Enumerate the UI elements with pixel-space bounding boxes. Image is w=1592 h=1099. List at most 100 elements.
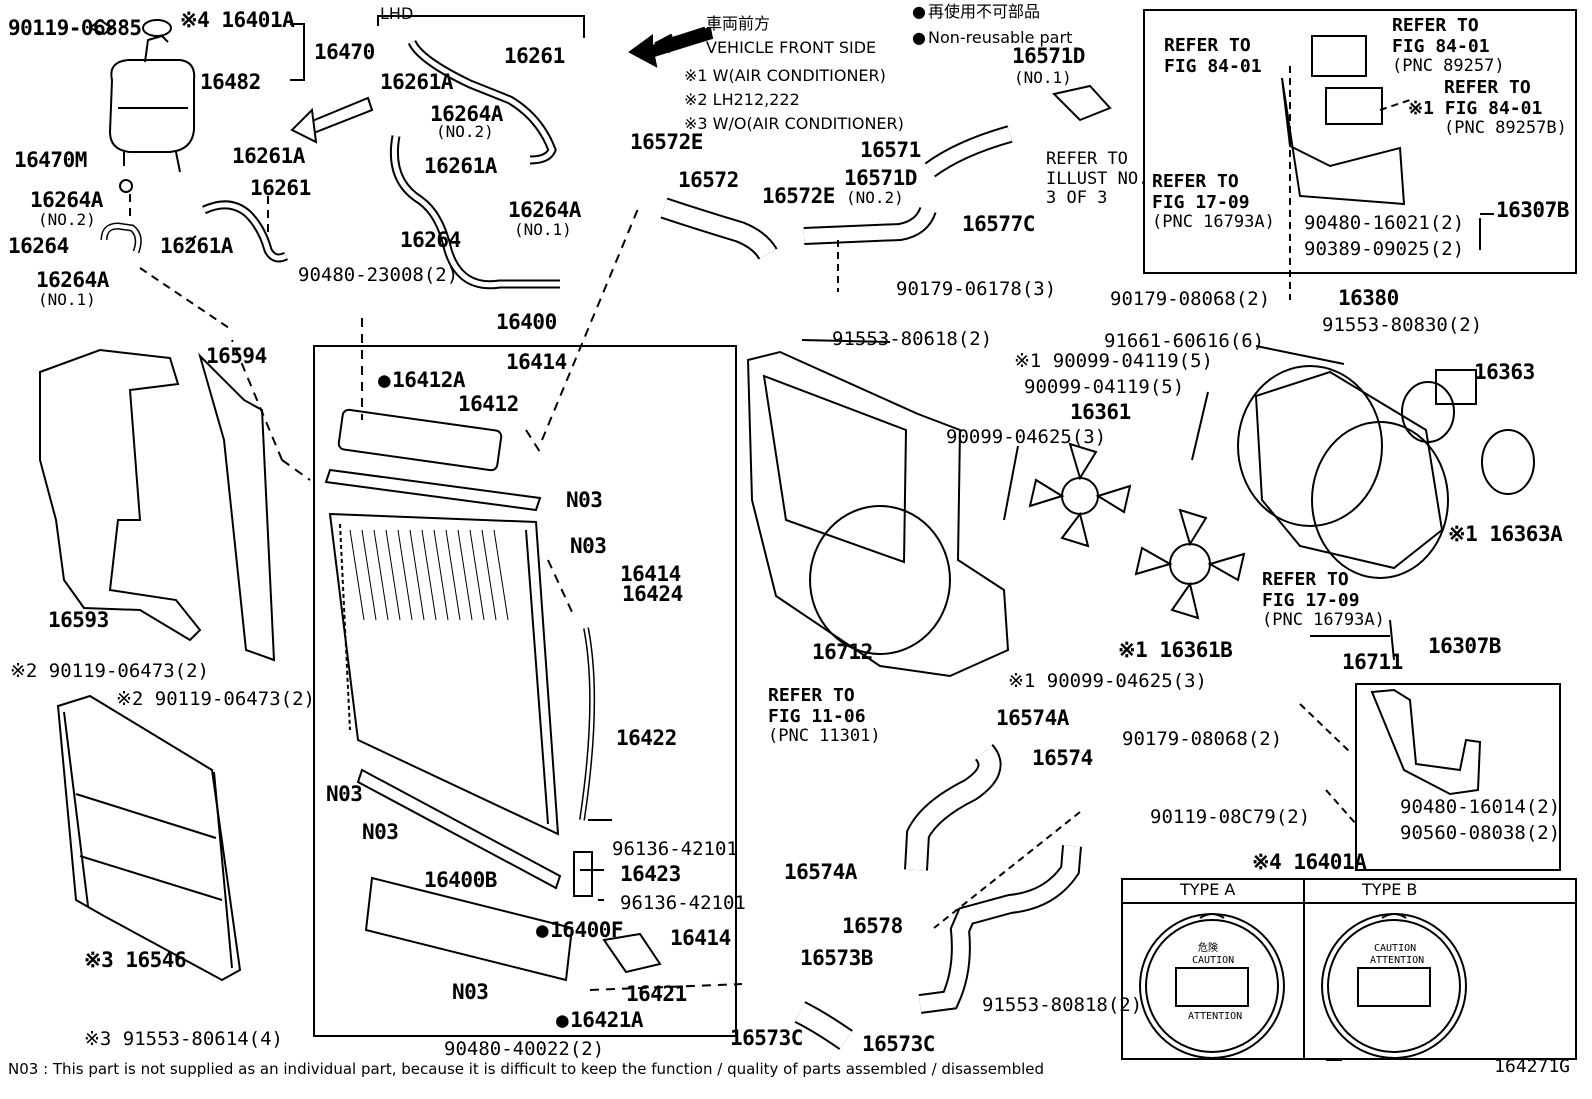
label-16546: ※3 16546 [84, 948, 187, 972]
lhd-bracket [377, 15, 585, 38]
label-16412a: 16412A [378, 370, 465, 391]
label-90480-16021: 90480-16021(2) [1304, 212, 1465, 234]
note-2: ※2 LH212,222 [684, 90, 800, 109]
label-16423: 16423 [620, 862, 681, 886]
label-lhd: LHD [380, 4, 414, 23]
ref-illust-3of3: REFER TO ILLUST NO. 3 OF 3 [1046, 149, 1149, 209]
label-16593: 16593 [48, 608, 109, 632]
label-90179-08068-a: 90179-08068(2) [1110, 288, 1271, 310]
fan-shroud-16712 [746, 350, 1010, 678]
ref-fig84-01-c: REFER TO ※1 FIG 84-01 (PNC 89257B) [1408, 77, 1567, 139]
label-16264a-no2b-sub: (NO.2) [436, 122, 494, 141]
label-16264a-no1b: 16264A [508, 198, 581, 222]
label-90480-23008: 90480-23008(2) [298, 264, 459, 286]
label-16571d-a: 16571D [1012, 44, 1085, 68]
label-90119-08c79: 90119-08C79(2) [1150, 806, 1311, 828]
leader-lines [185, 23, 1494, 1061]
front-arrow-head [628, 26, 714, 68]
grille-16546 [56, 694, 242, 982]
label-16264a-no1a-sub: (NO.1) [38, 290, 96, 309]
cap-a-attention: ATTENTION [1188, 1011, 1243, 1022]
label-91553-80614: ※3 91553-80614(4) [84, 1028, 283, 1050]
label-16264a-no2a-sub: (NO.2) [38, 210, 96, 229]
label-16573c-b: 16573C [862, 1032, 935, 1056]
label-16574a-a: 16574A [996, 706, 1069, 730]
dashed-guides-right [1289, 66, 1411, 825]
nonreusable-jp: 再使用不可部品 [912, 4, 1040, 20]
motor-16363a [1481, 429, 1535, 495]
cap-b-caution: CAUTION [1374, 943, 1417, 954]
illustration-code: 164271G [1494, 1056, 1570, 1077]
label-n03-d: N03 [362, 820, 399, 844]
label-16380: 16380 [1338, 286, 1399, 310]
dashed-guides-left [129, 194, 269, 331]
front-label-en: VEHICLE FRONT SIDE [706, 38, 877, 57]
label-16400f: 16400F [536, 920, 623, 941]
label-96136-b: 96136-42101 [620, 892, 746, 914]
ref-fig11-06: REFER TO FIG 11-06 (PNC 11301) [768, 685, 881, 747]
vehicle-front-arrow-tip [290, 107, 318, 144]
ref-fig17-09-a: REFER TO FIG 17-09 (PNC 16793A) [1152, 171, 1275, 233]
radiator-core-hatch [349, 529, 509, 621]
radiator-16400 [324, 408, 662, 982]
label-90099-04625-b: ※1 90099-04625(3) [1008, 670, 1207, 692]
label-90179-08068-b: 90179-08068(2) [1122, 728, 1283, 750]
type-b-heading: TYPE B [1362, 880, 1418, 899]
label-16594: 16594 [206, 344, 267, 368]
label-16401a-bottom: ※4 16401A [1252, 850, 1367, 874]
label-96136-a: 96136-42101 [612, 838, 738, 860]
label-16264a-no2a: 16264A [30, 188, 103, 212]
label-90119-06473-b: ※2 90119-06473(2) [116, 688, 315, 710]
label-16572: 16572 [678, 168, 739, 192]
bracket-16307b-box [1355, 683, 1561, 871]
label-16400b: 16400B [424, 868, 497, 892]
label-16421a: 16421A [556, 1010, 643, 1031]
lower-hoses [794, 744, 1082, 1050]
label-16573b: 16573B [800, 946, 873, 970]
label-90099-04119-a: ※1 90099-04119(5) [1014, 350, 1213, 372]
label-91553-80618: 91553-80618(2) [832, 328, 993, 350]
label-16412: 16412 [458, 392, 519, 416]
cap-a-caution: CAUTION [1192, 955, 1235, 966]
hose-16261-long-inner [409, 40, 555, 163]
label-16572e-a: 16572E [630, 130, 703, 154]
nonreusable-en: Non-reusable part [912, 30, 1072, 46]
label-16470m: 16470M [14, 148, 87, 172]
label-90179-06178: 90179-06178(3) [896, 278, 1057, 300]
fan-16361 [1028, 442, 1132, 548]
footer-note: N03 : This part is not supplied as an in… [8, 1060, 1045, 1078]
label-16424: 16424 [622, 582, 683, 606]
upper-hoses [660, 84, 1112, 292]
cap-b-attention: ATTENTION [1370, 955, 1425, 966]
label-16572e-b: 16572E [762, 184, 835, 208]
radiator-group-box [313, 345, 737, 1037]
shroud-16593-16594 [39, 348, 276, 662]
label-16712: 16712 [812, 640, 873, 664]
label-16573c-a: 16573C [730, 1026, 803, 1050]
label-16264-b: 16264 [400, 228, 461, 252]
ref-fig84-01-b: REFER TO FIG 84-01 (PNC 89257) [1392, 15, 1505, 77]
bracket-group-box [1143, 9, 1577, 274]
label-16307b-a: 16307B [1496, 198, 1569, 222]
label-16261a-c: 16261A [380, 70, 453, 94]
label-90119-06885: 90119-06885 [8, 16, 142, 40]
cap-a-warning-jp: 危険 [1198, 943, 1218, 954]
label-16264a-no1b-sub: (NO.1) [514, 220, 572, 239]
label-16261-b: 16261 [504, 44, 565, 68]
fan-16361b [1134, 508, 1246, 620]
label-90389-09025: 90389-09025(2) [1304, 238, 1465, 260]
label-16261a-d: 16261A [424, 154, 497, 178]
label-16574: 16574 [1032, 746, 1093, 770]
label-91553-80818: 91553-80818(2) [982, 994, 1143, 1016]
label-16361b: ※1 16361B [1118, 638, 1233, 662]
note-1: ※1 W(AIR CONDITIONER) [684, 66, 886, 85]
label-16470: 16470 [314, 40, 375, 64]
label-90480-16014: 90480-16014(2) [1400, 796, 1561, 818]
hose-16264-long-inner [391, 135, 560, 288]
label-16422: 16422 [616, 726, 677, 750]
fan-assembly-16711 [1237, 365, 1449, 579]
label-16261-a: 16261 [250, 176, 311, 200]
label-16363a: ※1 16363A [1448, 522, 1563, 546]
